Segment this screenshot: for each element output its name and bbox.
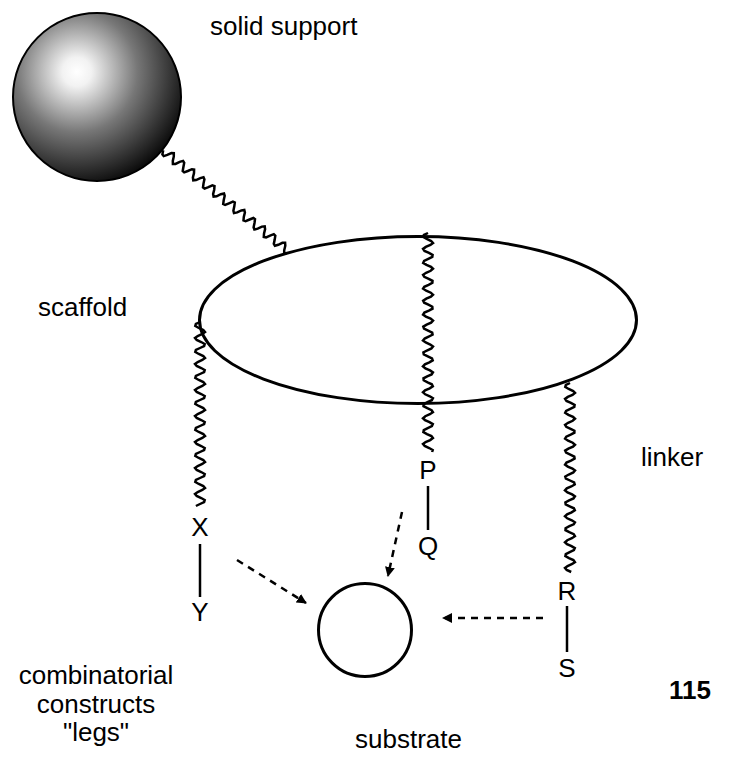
group-letter: Y [191,598,208,627]
node-outline [198,235,638,405]
node-label: substrate [355,725,462,754]
scaffold-ellipse: scaffold [198,235,638,405]
part-name: linker [641,443,703,472]
group-letter: X [191,513,208,542]
dashed-arrow [443,617,543,620]
linker-wave [195,322,205,506]
group-letter: Q [418,532,438,561]
callout-number: 115 [669,676,711,705]
linker-wave [423,233,433,452]
node-outline [317,582,413,678]
group-letter: S [558,654,575,683]
bond-line [566,606,569,652]
group-letter: P [419,456,436,485]
solid-support-sphere: solid support [12,12,182,182]
group-letter: R [558,577,577,606]
part-name: combinatorial constructs "legs" [14,661,179,747]
node-outline [12,12,182,182]
dashed-arrow [237,560,306,603]
node-label: solid support [210,12,357,41]
bond-line [199,544,202,597]
linker-wave [565,383,575,572]
tether-wave [162,150,286,253]
node-label: scaffold [38,293,127,322]
bond-line [427,486,430,530]
substrate-circle: substrate [317,582,413,678]
dashed-arrow [388,512,402,576]
